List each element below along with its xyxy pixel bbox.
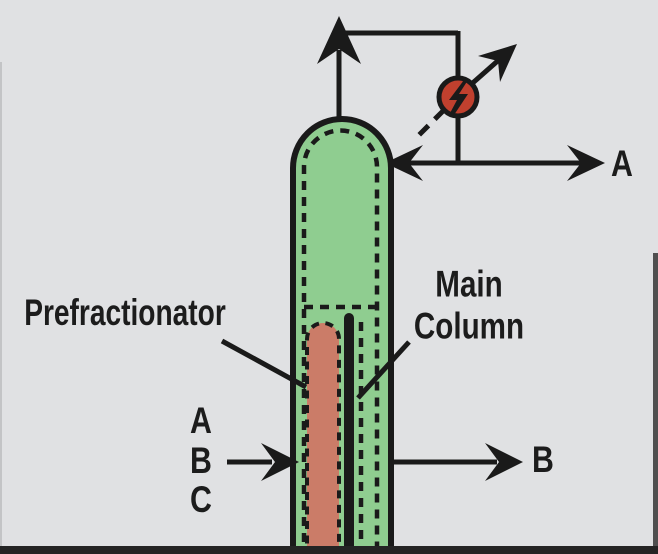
svg-text:B: B <box>532 439 554 481</box>
svg-text:B: B <box>190 440 212 482</box>
product-b-label: B <box>532 439 554 481</box>
main-column-pointer-line <box>356 340 411 400</box>
main-column-label-line2: Column <box>414 307 524 348</box>
left-edge-line <box>0 62 2 546</box>
prefractionator-label: Prefractionator <box>24 291 226 333</box>
main-column-dashed-outline <box>301 128 380 554</box>
reflux-arrow-icon <box>385 145 423 181</box>
main-column-label-line1: Main <box>435 265 502 306</box>
prefractionator-column <box>305 321 341 554</box>
feed-label-c: C <box>190 479 212 521</box>
product-b-arrow-icon <box>485 443 523 481</box>
svg-text:C: C <box>190 479 212 521</box>
svg-text:Main: Main <box>435 265 502 306</box>
product-a-arrow-icon <box>567 145 605 181</box>
feed-label-b: B <box>190 440 212 482</box>
condenser-outlet-arrow-icon <box>478 44 517 82</box>
prefractionator-pointer-line <box>220 338 308 390</box>
product-a-label: A <box>611 143 633 185</box>
bottom-border <box>0 546 658 554</box>
svg-text:A: A <box>611 143 633 185</box>
svg-text:Column: Column <box>414 307 524 348</box>
condenser-dashed-line <box>414 108 446 140</box>
lightning-bolt-icon <box>449 80 468 115</box>
right-border <box>653 253 658 554</box>
svg-text:Prefractionator: Prefractionator <box>24 291 226 333</box>
overhead-arrow-icon <box>317 16 361 64</box>
feed-label-a: A <box>190 400 212 442</box>
feed-arrow-icon <box>261 443 299 481</box>
svg-text:A: A <box>190 400 212 442</box>
